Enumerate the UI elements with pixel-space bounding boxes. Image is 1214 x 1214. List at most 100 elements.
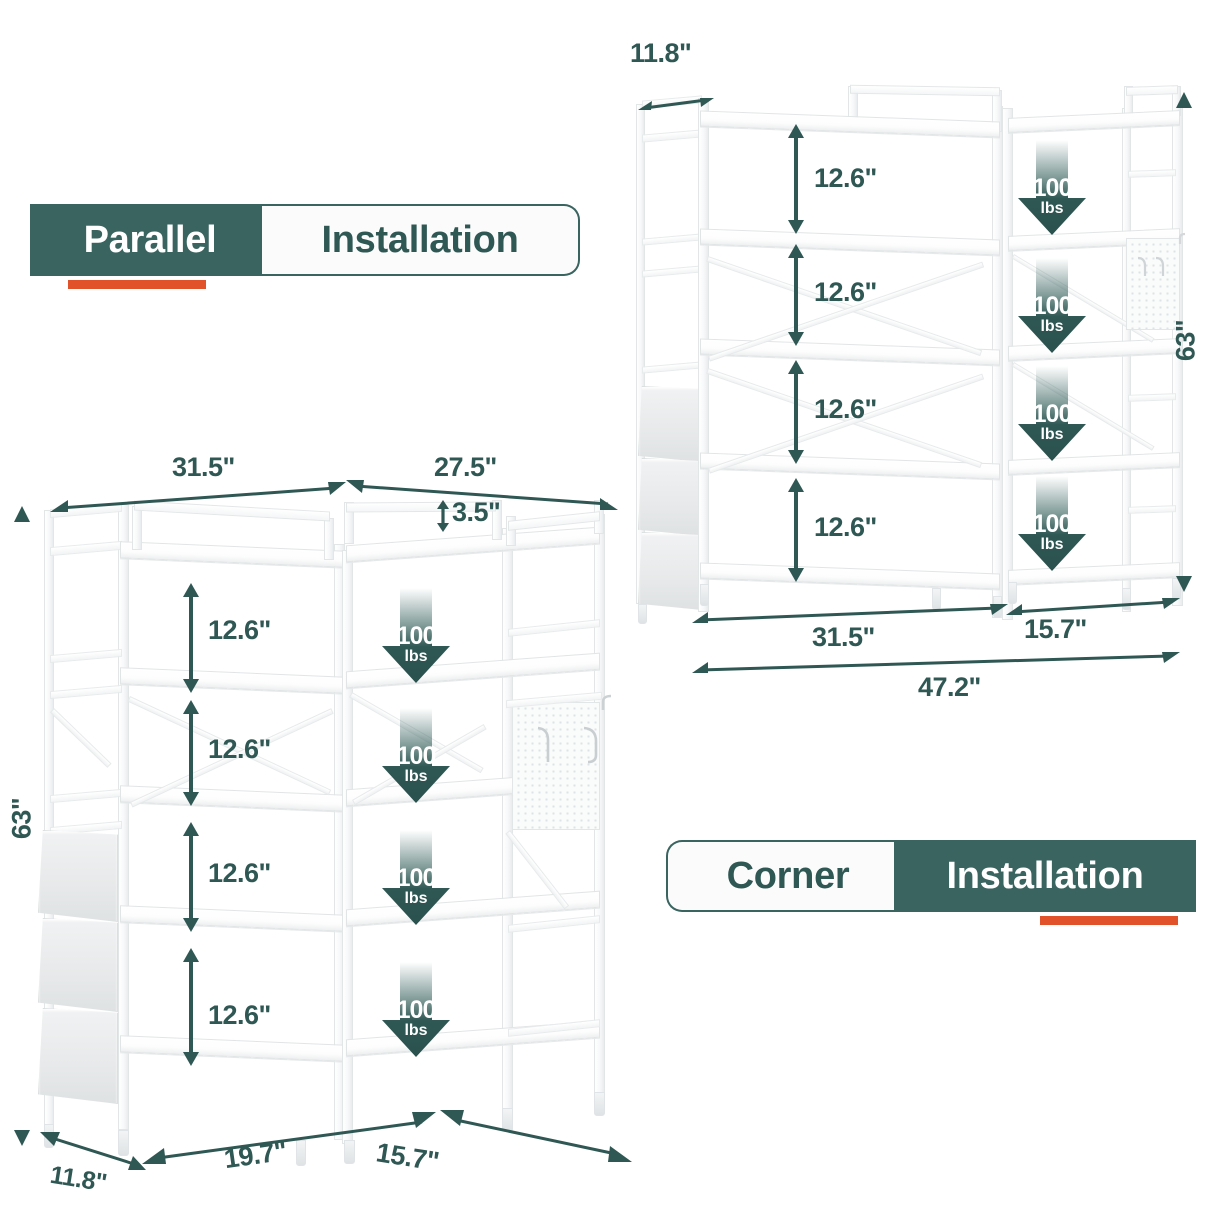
badge-parallel-installation: Parallel Installation xyxy=(30,204,580,289)
dim-arrow-gap xyxy=(788,360,804,464)
shelf-plank xyxy=(120,1035,346,1062)
dim-label-parallel-total-width: 47.2" xyxy=(918,672,981,702)
dim-arrow-corner-height xyxy=(14,506,30,1146)
load-capacity-badge: 100 lbs xyxy=(380,830,452,926)
dim-label-gap: 12.6" xyxy=(208,615,271,645)
shelf-plank xyxy=(700,562,1000,590)
dim-arrow-corner-bottom-right xyxy=(440,1110,632,1162)
down-arrow-icon xyxy=(382,830,450,925)
riser-rail xyxy=(850,84,1000,97)
dim-arrow-corner-bottom-left xyxy=(142,1112,436,1164)
frame-rail xyxy=(1128,169,1176,178)
riser-post xyxy=(492,500,502,540)
frame-rail xyxy=(642,361,702,374)
down-arrow-icon xyxy=(1018,140,1086,235)
dim-label-gap: 12.6" xyxy=(208,1000,271,1030)
dim-label-gap: 12.6" xyxy=(208,734,271,764)
badge-underline xyxy=(1040,916,1178,925)
parallel-shelf-illustration xyxy=(636,84,1196,624)
dim-label-gap: 12.6" xyxy=(814,277,877,307)
side-pocket xyxy=(38,830,118,922)
dim-arrow-corner-depth xyxy=(40,1132,146,1170)
badge-parallel-word2: Installation xyxy=(262,204,580,276)
down-arrow-icon xyxy=(1018,366,1086,461)
shelf-plank xyxy=(120,905,346,932)
side-pocket xyxy=(38,1008,118,1104)
dim-arrow-gap xyxy=(788,124,804,234)
shelf-plank xyxy=(700,228,1000,256)
side-pocket xyxy=(638,386,702,462)
badge-corner-installation: Corner Installation xyxy=(666,840,1196,925)
frame-rail xyxy=(50,788,122,804)
shelf-foot xyxy=(1122,588,1131,610)
frame-rail xyxy=(642,233,702,246)
dim-arrow-gap xyxy=(183,822,199,932)
shelf-plank xyxy=(346,526,600,563)
frame-rail xyxy=(642,265,702,278)
dim-arrow-parallel-depth xyxy=(638,98,714,110)
down-arrow-icon xyxy=(382,588,450,683)
dim-label-parallel-right-width: 15.7" xyxy=(1024,614,1087,644)
side-pocket xyxy=(638,532,702,610)
shelf-foot xyxy=(594,1092,605,1116)
corner-shelf-illustration xyxy=(34,500,634,1166)
pegboard-hook-icon xyxy=(1137,256,1165,276)
dim-label-parallel-depth: 11.8" xyxy=(630,38,692,68)
side-hook-icon xyxy=(601,694,612,710)
load-capacity-badge: 100 lbs xyxy=(1016,258,1088,354)
dim-label-parallel-height: 63" xyxy=(1170,319,1201,362)
frame-post xyxy=(1122,108,1131,612)
shelf-foot xyxy=(638,604,647,624)
riser-rail xyxy=(1126,85,1178,96)
load-capacity-badge: 100 lbs xyxy=(1016,366,1088,462)
frame-rail xyxy=(508,915,600,933)
badge-underline xyxy=(68,280,206,289)
load-capacity-badge: 100 lbs xyxy=(1016,140,1088,236)
frame-rail xyxy=(50,684,122,700)
dim-label-parallel-left-width: 31.5" xyxy=(812,622,875,652)
shelf-plank xyxy=(120,785,346,812)
dim-arrow-parallel-height xyxy=(1176,92,1192,592)
down-arrow-icon xyxy=(1018,476,1086,571)
shelf-plank xyxy=(120,541,346,568)
dim-arrow-gap xyxy=(788,478,804,582)
riser-post xyxy=(506,516,516,546)
pegboard-hook-icon xyxy=(537,726,598,764)
load-capacity-badge: 100 lbs xyxy=(380,962,452,1058)
dim-label-corner-height: 63" xyxy=(6,797,37,840)
dim-label-gap: 12.6" xyxy=(208,858,271,888)
down-arrow-icon xyxy=(382,708,450,803)
load-capacity-badge: 100 lbs xyxy=(380,588,452,684)
badge-corner-word1: Corner xyxy=(666,840,894,912)
shelf-foot xyxy=(700,584,709,606)
load-capacity-badge: 100 lbs xyxy=(380,708,452,804)
badge-corner-word2: Installation xyxy=(894,840,1196,912)
pegboard-panel xyxy=(512,702,600,830)
frame-rail xyxy=(1128,505,1176,514)
dim-label-gap: 12.6" xyxy=(814,512,877,542)
shelf-foot xyxy=(1008,582,1017,604)
dim-arrow-parallel-right-width xyxy=(1006,598,1180,615)
frame-rail xyxy=(1128,393,1176,402)
dim-label-gap: 12.6" xyxy=(814,163,877,193)
pegboard-panel xyxy=(1126,238,1180,330)
frame-rail xyxy=(50,648,122,664)
frame-rail xyxy=(642,129,702,143)
dim-arrow-parallel-left-width xyxy=(692,604,1008,623)
side-pocket xyxy=(38,918,118,1012)
x-brace xyxy=(49,708,112,768)
shelf-foot xyxy=(296,1140,306,1166)
dim-arrow-gap xyxy=(183,700,199,806)
badge-parallel-word1: Parallel xyxy=(30,204,262,276)
dim-arrow-parallel-total-width xyxy=(692,652,1180,673)
dim-arrow-gap xyxy=(183,583,199,693)
frame-rail xyxy=(50,540,122,557)
dim-arrow-corner-left-width xyxy=(50,482,346,512)
dim-arrow-gap xyxy=(183,948,199,1066)
shelf-plank xyxy=(120,667,346,694)
shelf-foot xyxy=(344,1140,355,1164)
riser-post xyxy=(324,518,334,560)
dim-label-corner-left-width: 31.5" xyxy=(172,452,235,482)
dim-label-riser-height: 3.5" xyxy=(452,497,501,527)
